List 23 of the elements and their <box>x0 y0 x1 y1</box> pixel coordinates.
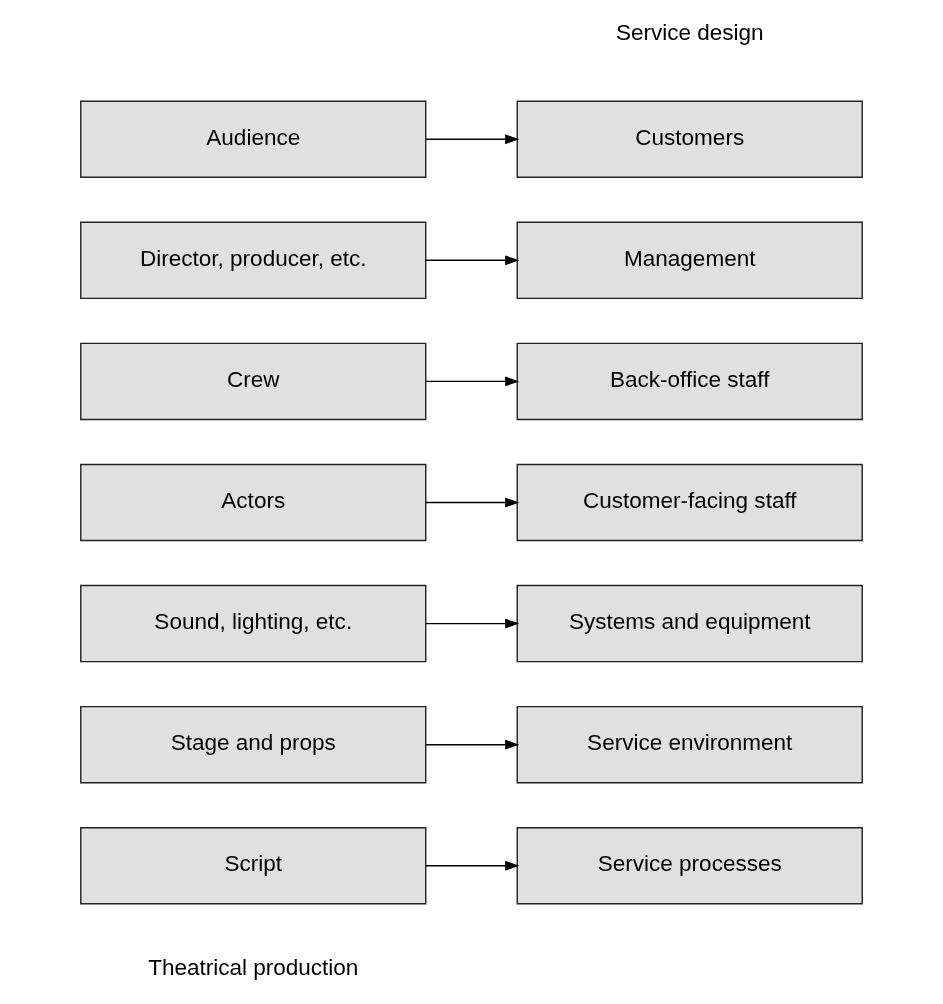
arrow <box>425 133 520 144</box>
arrow <box>425 375 520 386</box>
node-box: Actors <box>80 463 427 541</box>
node-box: Management <box>516 221 863 299</box>
label: Theatrical production <box>148 954 359 980</box>
node-box: Stage and props <box>80 705 427 783</box>
arrow <box>425 254 520 265</box>
arrow <box>425 497 520 507</box>
node-box: Director, producer, etc. <box>80 221 427 299</box>
node-box: Script <box>80 826 427 904</box>
node-box: Customer-facing staff <box>516 463 863 541</box>
node-box: Back-office staff <box>516 342 863 420</box>
node-box: Crew <box>80 342 427 420</box>
node-box: Audience <box>80 100 427 178</box>
node-box: Service processes <box>516 826 863 904</box>
label: Service design <box>615 19 764 45</box>
arrow <box>425 739 520 750</box>
node-box: Sound, lighting, etc. <box>80 584 427 662</box>
node-box: Service environment <box>516 705 863 783</box>
arrow <box>425 618 520 629</box>
node-box: Systems and equipment <box>516 584 863 662</box>
arrow <box>425 860 520 871</box>
node-box: Customers <box>516 100 863 178</box>
